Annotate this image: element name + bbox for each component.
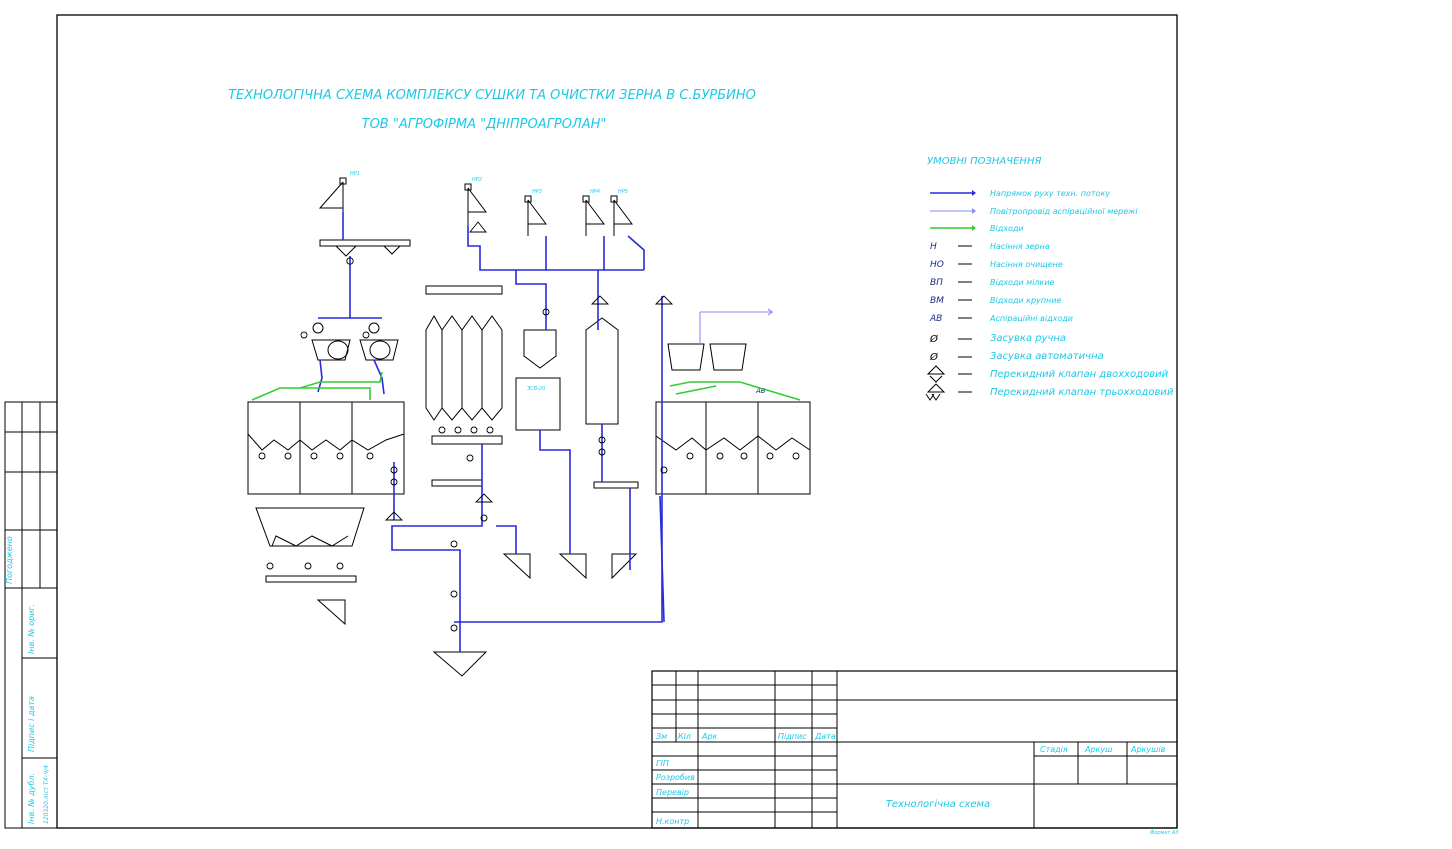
outlet-hoppers xyxy=(432,553,638,677)
legend-text-6: Відходи крупние xyxy=(990,296,1061,305)
legend-text-1: Повітропровід аспіраційної мережі xyxy=(990,207,1138,216)
tb-sheet: Аркуш xyxy=(1084,745,1113,754)
tb-stage: Стадія xyxy=(1040,745,1068,754)
aspiration-lines xyxy=(699,308,774,344)
tb-drawing-name: Технологічна схема xyxy=(886,798,990,810)
bunker-block-left xyxy=(247,401,405,495)
tb-format: Формат А3 xyxy=(1150,830,1178,836)
legend-sym-9: Ø xyxy=(929,351,939,363)
stamp-inv-dub: Інв. № дубл. xyxy=(27,773,36,824)
stamp-note: 120320.ліст ТХ-Ч/4 xyxy=(43,765,50,824)
tb-col-ark: Арк xyxy=(701,732,718,741)
title-line-2: ТОВ "АГРОФІРМА "ДНІПРОАГРОЛАН" xyxy=(362,117,607,132)
tb-col-kil: Кіл xyxy=(678,732,691,741)
legend-sym-4: НО xyxy=(930,260,944,270)
legend-text-2: Відходи xyxy=(990,224,1024,233)
legend-heading: УМОВНІ ПОЗНАЧЕННЯ xyxy=(927,156,1041,167)
two-way-valve-icon xyxy=(926,365,946,383)
title-block: Зм Кіл Арк Підпис Дата ГІП Розробив Пере… xyxy=(651,670,1178,836)
cleaning-machine: ЗСВ-20 xyxy=(515,317,639,489)
noria-2: НР2 xyxy=(464,177,487,226)
stamp-agreed: Погоджено xyxy=(5,536,14,584)
legend-sym-8: Ø xyxy=(929,333,939,345)
flow-lines xyxy=(317,212,665,652)
three-way-valve-icon xyxy=(925,383,946,401)
tb-role-ncontrol: Н.контр xyxy=(656,817,689,826)
noria-3: НР3 xyxy=(524,189,547,236)
label-zss: ЗСВ-20 xyxy=(527,386,545,392)
tb-col-date: Дата xyxy=(814,732,836,741)
legend-text-7: Аспіраційні відходи xyxy=(989,314,1073,323)
tb-col-sign: Підпис xyxy=(778,732,807,741)
legend-sym-6: ВМ xyxy=(930,296,944,306)
conveyor-1 xyxy=(319,239,411,257)
gate-valves xyxy=(258,257,800,632)
legend-text-11: Перекидний клапан трьохходовий xyxy=(990,387,1174,398)
waste-lines xyxy=(251,371,801,401)
stamp-inv-orig: Інв. № ориг. xyxy=(27,604,36,654)
bunker-block-right: АВ xyxy=(655,343,811,495)
legend-text-8: Засувка ручна xyxy=(990,333,1066,344)
legend-text-3: Насіння зерна xyxy=(990,242,1050,251)
separators xyxy=(311,322,399,361)
tb-role-gip: ГІП xyxy=(656,759,669,768)
bunker-lower-left xyxy=(255,507,365,626)
noria-5: НР5 xyxy=(610,189,633,236)
label-nr1: НР1 xyxy=(350,171,360,177)
dryer-columns xyxy=(425,285,503,487)
legend-text-4: Насіння очищене xyxy=(990,260,1063,269)
legend-sym-7: АВ xyxy=(929,314,942,324)
label-nr5: НР5 xyxy=(618,189,628,195)
noria-1: НР1 xyxy=(318,171,360,240)
noria-4: НР4 xyxy=(582,189,605,236)
tb-role-developer: Розробив xyxy=(656,773,695,782)
legend-text-0: Напрямок руху техн. потоку xyxy=(990,189,1110,198)
label-ab: АВ xyxy=(755,387,766,395)
divert-valves xyxy=(384,221,674,521)
label-nr4: НР4 xyxy=(590,189,600,195)
legend-sym-5: ВП xyxy=(930,278,943,288)
legend-text-10: Перекидний клапан двохходовий xyxy=(990,369,1169,380)
stamp-sign-date: Підпис і дата xyxy=(27,696,36,752)
title-line-1: ТЕХНОЛОГІЧНА СХЕМА КОМПЛЕКСУ СУШКИ ТА ОЧ… xyxy=(228,88,756,103)
tb-role-checker: Перевір xyxy=(656,788,689,797)
legend-sym-3: Н xyxy=(930,242,937,252)
tb-sheets: Аркушів xyxy=(1130,745,1166,754)
legend-text-9: Засувка автоматична xyxy=(990,351,1104,362)
side-stamp: Погоджено Інв. № ориг. Підпис і дата Інв… xyxy=(4,401,58,829)
label-nr3: НР3 xyxy=(532,189,542,195)
tb-col-zm: Зм xyxy=(656,732,667,741)
legend-text-5: Відходи мілкие xyxy=(990,278,1055,287)
legend: УМОВНІ ПОЗНАЧЕННЯ Напрямок руху техн. по… xyxy=(925,156,1174,401)
drawing-frame xyxy=(56,14,1178,829)
label-nr2: НР2 xyxy=(472,177,482,183)
